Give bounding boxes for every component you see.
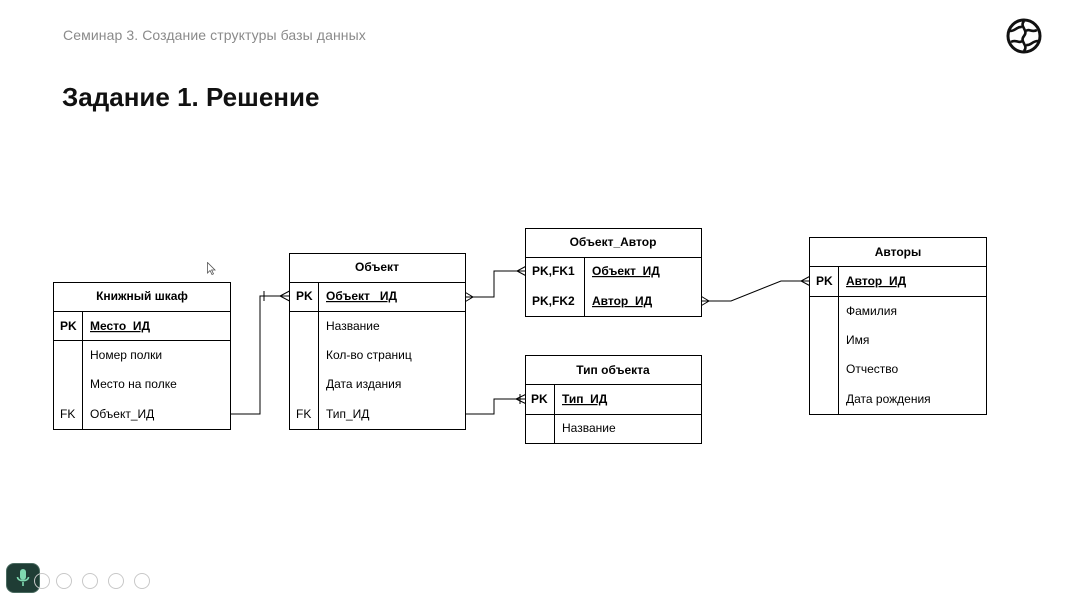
microphone-icon [16,569,30,586]
entity-header: Книжный шкаф [96,289,188,303]
attribute: Дата издания [326,377,401,391]
arrow-icon[interactable] [34,573,50,589]
pk-attribute: Автор_ИД [846,274,907,288]
pk-marker: PK [531,392,548,406]
pk-attribute: Объект_ИД [592,264,660,278]
microphone-button[interactable] [6,563,40,593]
attribute: Дата рождения [846,392,931,406]
attribute: Кол-во страниц [326,348,412,362]
copy-icon[interactable] [82,573,98,589]
zoom-icon[interactable] [108,573,124,589]
pk-marker: PK,FK1 [532,264,575,278]
entity-header: Авторы [875,245,922,259]
attribute: Фамилия [846,304,897,318]
pk-attribute: Автор_ИД [592,294,653,308]
entity-object[interactable]: Объект PK Объект _ИД Название Кол-во стр… [289,253,466,430]
entity-header: Объект_Автор [570,235,657,249]
entity-header: Тип объекта [576,363,650,377]
pk-marker: PK [816,274,833,288]
relationship-objectauthor-authors [701,276,810,306]
attribute: Название [562,421,616,435]
attribute: Тип_ИД [326,407,369,421]
brain-logo-icon [1006,18,1042,54]
pk-attribute: Объект _ИД [326,289,398,303]
entity-authors[interactable]: Авторы PK Автор_ИД Фамилия Имя Отчество … [809,237,987,415]
mouse-cursor-icon [207,262,216,275]
pk-marker: PK,FK2 [532,294,575,308]
slide-subtitle: Семинар 3. Создание структуры базы данны… [63,27,366,43]
relationship-object-objectauthor [465,266,526,302]
fk-marker: FK [296,407,311,421]
slide-title: Задание 1. Решение [62,82,320,112]
pk-marker: PK [60,319,77,333]
pk-attribute: Место_ИД [90,319,151,333]
attribute: Название [326,319,380,333]
more-icon[interactable] [134,573,150,589]
entity-header: Объект [355,260,399,274]
entity-object-author[interactable]: Объект_Автор PK,FK1 Объект_ИД PK,FK2 Авт… [525,228,702,317]
attribute: Имя [846,333,869,347]
relationship-bookshelf-object [230,290,290,415]
relationship-object-type [465,394,526,415]
attribute: Номер полки [90,348,162,362]
attribute: Объект_ИД [90,407,154,421]
entity-object-type[interactable]: Тип объекта PK Тип_ИД Название [525,355,702,444]
entity-bookshelf[interactable]: Книжный шкаф PK Место_ИД Номер полки Мес… [53,282,231,430]
pk-attribute: Тип_ИД [562,392,608,406]
attribute: Отчество [846,362,898,376]
attribute: Место на полке [90,377,177,391]
pen-icon[interactable] [56,573,72,589]
pk-marker: PK [296,289,313,303]
fk-marker: FK [60,407,75,421]
